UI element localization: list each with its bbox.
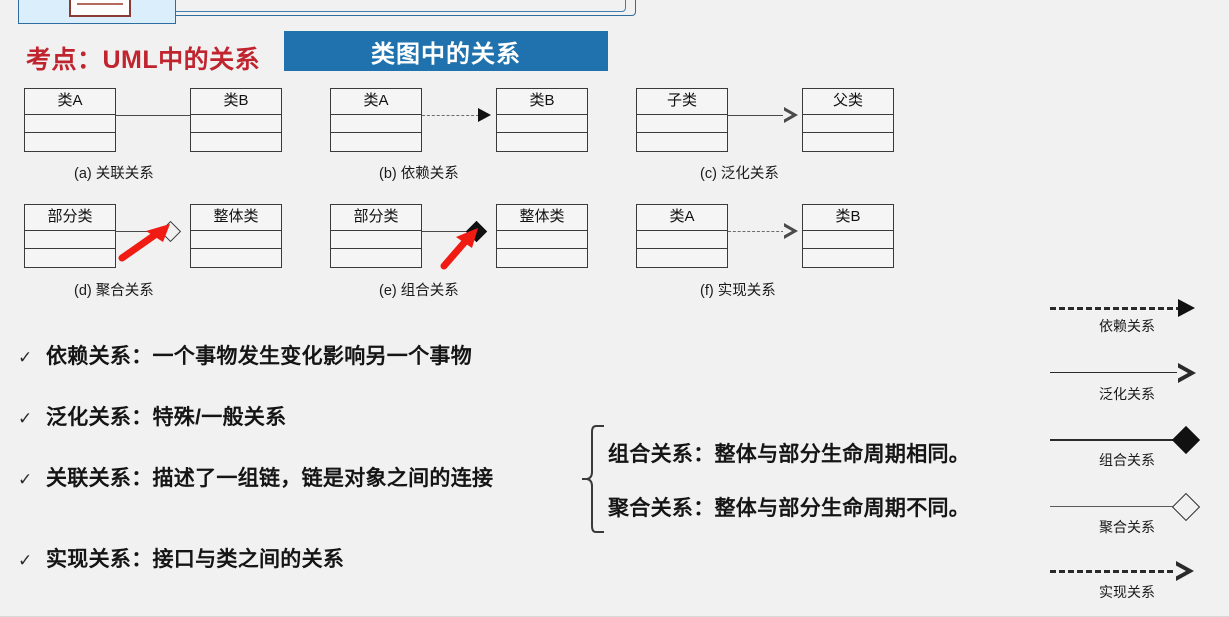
class-attributes-compartment [497, 231, 587, 249]
class-name-label: 类A [25, 89, 115, 115]
class-name-label: 类B [497, 89, 587, 115]
uml-class-box: 整体类 [496, 204, 588, 268]
dashed-line-icon [1050, 570, 1182, 573]
class-attributes-compartment [803, 115, 893, 133]
uml-class-box: 类A [24, 88, 116, 152]
class-methods-compartment [331, 133, 421, 151]
class-name-label: 整体类 [191, 205, 281, 231]
bullet-text: 泛化关系：特殊/一般关系 [46, 406, 287, 429]
class-attributes-compartment [191, 115, 281, 133]
class-attributes-compartment [637, 115, 727, 133]
diagram-caption: (b) 依赖关系 [379, 166, 459, 182]
solid-line-icon [1050, 439, 1182, 441]
class-name-label: 类B [191, 89, 281, 115]
red-pointer-arrow-icon [440, 228, 478, 270]
association-connector [116, 115, 190, 116]
uml-class-box: 类B [802, 204, 894, 268]
class-methods-compartment [191, 133, 281, 151]
bullet-item-generalization: ✓ 泛化关系：特殊/一般关系 [18, 401, 286, 431]
bullet-item-realization: ✓ 实现关系：接口与类之间的关系 [18, 543, 344, 573]
class-name-label: 类B [803, 205, 893, 231]
class-methods-compartment [803, 133, 893, 151]
check-icon: ✓ [18, 551, 33, 570]
page-title-red: 考点：UML中的关系 [26, 46, 261, 74]
class-name-label: 类A [331, 89, 421, 115]
legend-label: 组合关系 [1099, 452, 1155, 468]
dashed-line-icon [1050, 307, 1182, 310]
uml-class-box: 部分类 [24, 204, 116, 268]
class-attributes-compartment [637, 231, 727, 249]
check-icon: ✓ [18, 348, 33, 367]
class-attributes-compartment [331, 231, 421, 249]
class-attributes-compartment [497, 115, 587, 133]
curly-brace-icon [582, 425, 604, 533]
solid-line-icon [1050, 506, 1182, 507]
diagram-caption: (a) 关联关系 [74, 166, 154, 182]
diagram-caption: (e) 组合关系 [379, 283, 459, 299]
legend-label: 聚合关系 [1099, 519, 1155, 535]
uml-class-box: 类A [330, 88, 422, 152]
class-attributes-compartment [25, 115, 115, 133]
class-methods-compartment [803, 249, 893, 267]
class-methods-compartment [25, 133, 115, 151]
legend-label: 实现关系 [1099, 584, 1155, 600]
class-methods-compartment [25, 249, 115, 267]
class-methods-compartment [331, 249, 421, 267]
class-name-label: 整体类 [497, 205, 587, 231]
uml-class-box: 类B [496, 88, 588, 152]
class-attributes-compartment [25, 231, 115, 249]
class-attributes-compartment [803, 231, 893, 249]
class-attributes-compartment [191, 231, 281, 249]
topic-banner: 类图中的关系 [284, 31, 608, 71]
class-attributes-compartment [331, 115, 421, 133]
brace-note-aggregation: 聚合关系：整体与部分生命周期不同。 [608, 497, 971, 520]
class-name-label: 类A [637, 205, 727, 231]
class-methods-compartment [497, 249, 587, 267]
diagram-caption: (f) 实现关系 [700, 283, 776, 299]
bullet-text: 关联关系：描述了一组链，链是对象之间的连接 [46, 467, 494, 490]
decorative-banner-inner [172, 0, 626, 12]
generalization-connector [728, 115, 784, 116]
legend-label: 泛化关系 [1099, 386, 1155, 402]
composition-connector [422, 231, 470, 232]
check-icon: ✓ [18, 409, 33, 428]
uml-class-box: 类A [636, 204, 728, 268]
bullet-text: 实现关系：接口与类之间的关系 [46, 548, 345, 571]
class-name-label: 部分类 [25, 205, 115, 231]
uml-class-box: 父类 [802, 88, 894, 152]
uml-class-box: 整体类 [190, 204, 282, 268]
uml-class-box: 部分类 [330, 204, 422, 268]
hollow-triangle-arrowhead-icon [783, 107, 798, 123]
class-methods-compartment [191, 249, 281, 267]
legend-label: 依赖关系 [1099, 318, 1155, 334]
class-name-label: 子类 [637, 89, 727, 115]
brace-note-composition: 组合关系：整体与部分生命周期相同。 [608, 443, 971, 466]
red-pointer-arrow-icon [118, 224, 170, 262]
discussion-document-icon [18, 0, 176, 24]
aggregation-connector [116, 231, 164, 232]
bullet-item-dependency: ✓ 依赖关系：一个事物发生变化影响另一个事物 [18, 340, 472, 370]
document-icon [69, 0, 131, 17]
class-methods-compartment [637, 249, 727, 267]
class-name-label: 部分类 [331, 205, 421, 231]
bullet-item-association: ✓ 关联关系：描述了一组链，链是对象之间的连接 [18, 462, 493, 492]
filled-arrowhead-icon [478, 108, 491, 122]
class-name-label: 父类 [803, 89, 893, 115]
uml-class-box: 子类 [636, 88, 728, 152]
uml-class-box: 类B [190, 88, 282, 152]
hollow-triangle-arrowhead-icon [1177, 363, 1196, 383]
solid-line-icon [1050, 372, 1182, 373]
topic-banner-label: 类图中的关系 [371, 40, 521, 68]
realization-connector [728, 231, 784, 232]
bullet-text: 依赖关系：一个事物发生变化影响另一个事物 [46, 345, 472, 368]
check-icon: ✓ [18, 470, 33, 489]
dependency-connector [422, 115, 479, 116]
class-methods-compartment [637, 133, 727, 151]
hollow-triangle-arrowhead-icon [783, 223, 798, 239]
hollow-triangle-arrowhead-icon [1175, 561, 1194, 581]
filled-arrowhead-icon [1178, 299, 1195, 317]
class-methods-compartment [497, 133, 587, 151]
diagram-caption: (d) 聚合关系 [74, 283, 154, 299]
diagram-caption: (c) 泛化关系 [700, 166, 779, 182]
